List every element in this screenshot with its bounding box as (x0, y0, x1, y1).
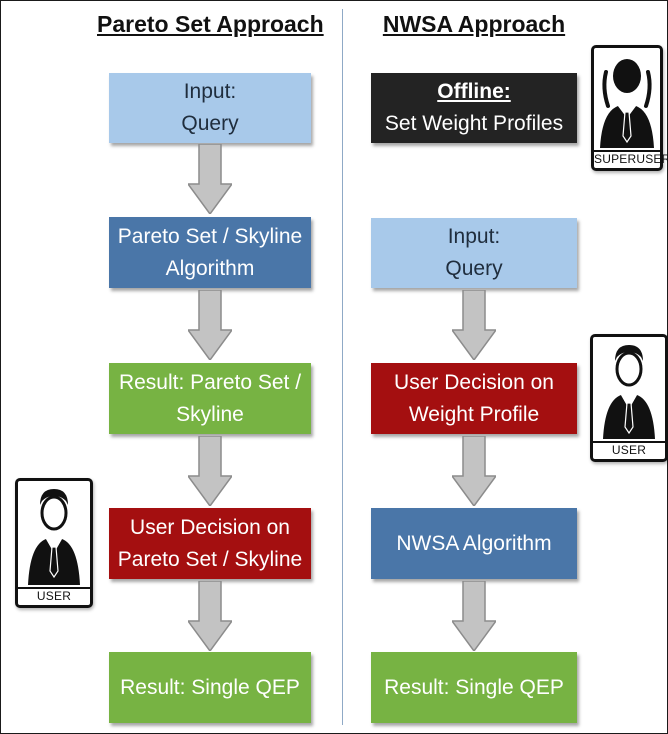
down-arrow-icon (452, 581, 496, 651)
down-arrow-icon (452, 436, 496, 506)
nwsa-algorithm-text: NWSA Algorithm (396, 531, 552, 555)
pareto-result-line1: Result: Pareto Set / (118, 370, 302, 394)
left-input-value: Query (181, 112, 239, 135)
right-user-label: USER (593, 441, 665, 458)
right-user-decision-line2: Weight Profile (408, 402, 540, 426)
left-user-decision-box: User Decision on Pareto Set / Skyline (109, 508, 311, 579)
right-input-box: Input: Query (371, 218, 577, 288)
left-user-decision-line2: Pareto Set / Skyline (117, 547, 303, 571)
pareto-algorithm-line2: Algorithm (165, 256, 255, 280)
superuser-label: SUPERUSER (594, 150, 668, 166)
pareto-result-line2: Skyline (176, 402, 244, 426)
right-user-card: USER (590, 334, 668, 462)
column-divider (342, 9, 343, 725)
pareto-approach-heading: Pareto Set Approach (97, 11, 324, 37)
down-arrow-icon (188, 290, 232, 360)
down-arrow-icon (188, 581, 232, 651)
pareto-algorithm-box: Pareto Set / Skyline Algorithm (109, 217, 311, 288)
superuser-icon (600, 59, 654, 148)
user-icon (28, 489, 80, 585)
right-user-decision-box: User Decision on Weight Profile (371, 363, 577, 434)
down-arrow-icon (188, 144, 232, 214)
right-input-label: Input: (447, 225, 501, 248)
pareto-result-box: Result: Pareto Set / Skyline (109, 363, 311, 434)
down-arrow-icon (188, 436, 232, 506)
left-final-result-box: Result: Single QEP (109, 652, 311, 723)
user-icon (603, 345, 655, 439)
left-final-result-text: Result: Single QEP (120, 675, 300, 699)
left-input-label: Input: (183, 80, 237, 103)
right-input-value: Query (445, 257, 503, 280)
down-arrow-icon (452, 290, 496, 360)
pareto-algorithm-line1: Pareto Set / Skyline (117, 224, 303, 248)
offline-weight-profiles-box: Offline: Set Weight Profiles (371, 73, 577, 143)
left-input-box: Input: Query (109, 73, 311, 143)
left-user-decision-line1: User Decision on (130, 515, 290, 539)
nwsa-algorithm-box: NWSA Algorithm (371, 508, 577, 579)
left-user-card: USER (15, 478, 93, 608)
left-user-label: USER (18, 587, 90, 604)
offline-title: Offline: (437, 80, 511, 103)
offline-subtitle: Set Weight Profiles (384, 112, 564, 135)
nwsa-approach-heading: NWSA Approach (382, 11, 566, 37)
right-user-decision-line1: User Decision on (394, 370, 554, 394)
right-final-result-box: Result: Single QEP (371, 652, 577, 723)
superuser-card: SUPERUSER (591, 45, 668, 171)
right-final-result-text: Result: Single QEP (384, 675, 564, 699)
